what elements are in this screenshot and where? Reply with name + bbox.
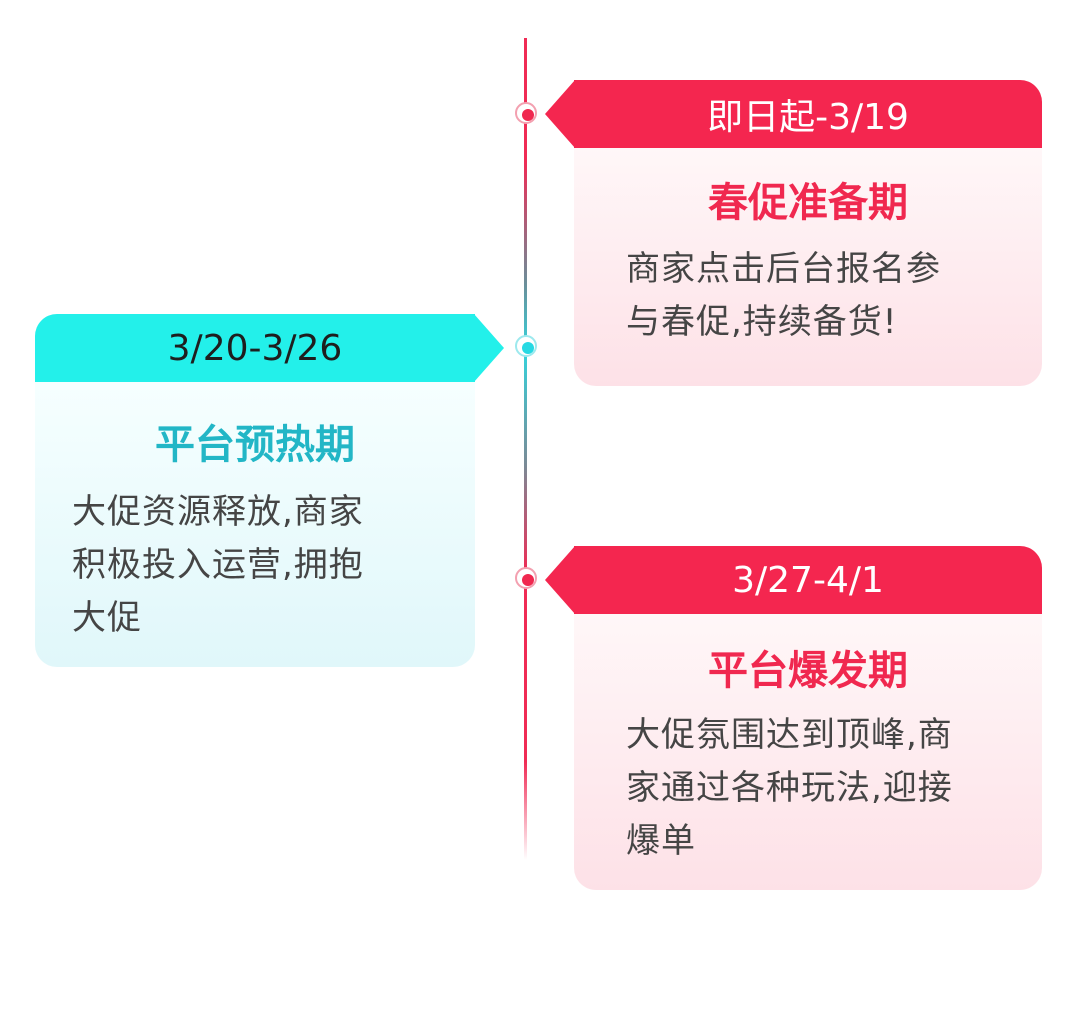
description-line: 商家点击后台报名参 — [626, 249, 941, 289]
stage-title: 平台预热期 — [155, 422, 355, 468]
stage-card-preparation: 即日起-3/19 春促准备期 商家点击后台报名参 与春促,持续备货! — [545, 80, 1042, 386]
stage-title: 平台爆发期 — [708, 648, 908, 694]
description-line: 大促氛围达到顶峰,商 — [626, 715, 953, 755]
stage-card-warmup: 3/20-3/26 平台预热期 大促资源释放,商家 积极投入运营,拥抱 大促 — [35, 314, 504, 667]
description-line: 爆单 — [626, 821, 696, 861]
description-line: 家通过各种玩法,迎接 — [626, 768, 953, 808]
header-arrow — [474, 314, 504, 382]
description-line: 大促 — [72, 598, 142, 638]
stage-date: 3/27-4/1 — [574, 546, 1042, 614]
stage-description: 商家点击后台报名参 与春促,持续备货! — [626, 243, 941, 349]
description-line: 大促资源释放,商家 — [72, 492, 364, 532]
stage-card-burst: 3/27-4/1 平台爆发期 大促氛围达到顶峰,商 家通过各种玩法,迎接 爆单 — [545, 546, 1042, 890]
header-arrow — [545, 80, 575, 148]
timeline-axis — [524, 38, 527, 860]
stage-description: 大促氛围达到顶峰,商 家通过各种玩法,迎接 爆单 — [626, 709, 953, 868]
timeline-node-3 — [515, 567, 537, 589]
description-line: 积极投入运营,拥抱 — [72, 545, 364, 585]
header-arrow — [545, 546, 575, 614]
timeline-node-1 — [515, 102, 537, 124]
description-line: 与春促,持续备货! — [626, 302, 898, 342]
stage-date: 即日起-3/19 — [574, 80, 1042, 148]
card-body — [574, 148, 1042, 386]
stage-date: 3/20-3/26 — [35, 314, 475, 382]
card-body — [574, 614, 1042, 890]
card-body — [35, 382, 475, 667]
timeline-node-2 — [515, 335, 537, 357]
stage-description: 大促资源释放,商家 积极投入运营,拥抱 大促 — [72, 486, 364, 645]
stage-title: 春促准备期 — [708, 180, 908, 226]
